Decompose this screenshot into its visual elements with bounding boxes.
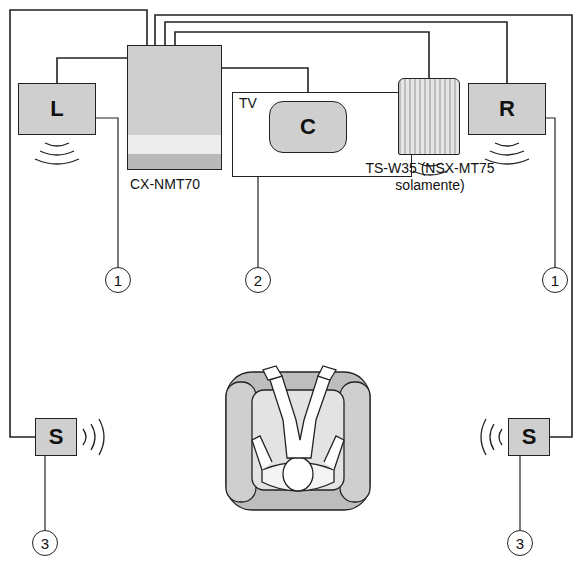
node-label: 1 (114, 272, 122, 289)
leader-line (96, 118, 118, 267)
callout-number: 3 (32, 530, 58, 556)
node-label: S (522, 424, 537, 450)
speaker-box: R (468, 83, 546, 135)
tv-label: TV (239, 95, 257, 111)
receiver-unit: CX-NMT70 (127, 45, 222, 170)
connector-line (96, 118, 118, 267)
surround-speaker: S (35, 418, 77, 456)
model-label: TS-W35 (NSX-MT75 solamente) (355, 160, 505, 194)
speaker-wire (57, 58, 127, 83)
node-label: 3 (41, 535, 49, 552)
leader-line (546, 118, 555, 267)
callout-number: 1 (105, 267, 131, 293)
node-label: 2 (254, 272, 262, 289)
center-speaker: C (269, 101, 347, 153)
armchair-with-listener (226, 366, 370, 510)
callout-number: 3 (507, 530, 533, 556)
model-label: CX-NMT70 (130, 176, 200, 193)
node-label: S (49, 424, 64, 450)
leader-line (520, 456, 521, 530)
connector-line (546, 118, 555, 267)
node-label: 1 (551, 272, 559, 289)
node-label: L (50, 96, 63, 122)
leader-line (45, 456, 46, 530)
callout-number: 1 (542, 267, 568, 293)
node-label: 3 (516, 535, 524, 552)
node-label: R (499, 96, 515, 122)
connector-line (519, 456, 520, 530)
subwoofer: TS-W35 (NSX-MT75 solamente) (398, 78, 460, 155)
node-label: C (300, 114, 316, 140)
callout-number: 2 (245, 267, 271, 293)
connector-line (44, 456, 45, 530)
connector-line (57, 58, 127, 83)
speaker-box: L (18, 83, 96, 135)
surround-speaker: S (508, 418, 550, 456)
